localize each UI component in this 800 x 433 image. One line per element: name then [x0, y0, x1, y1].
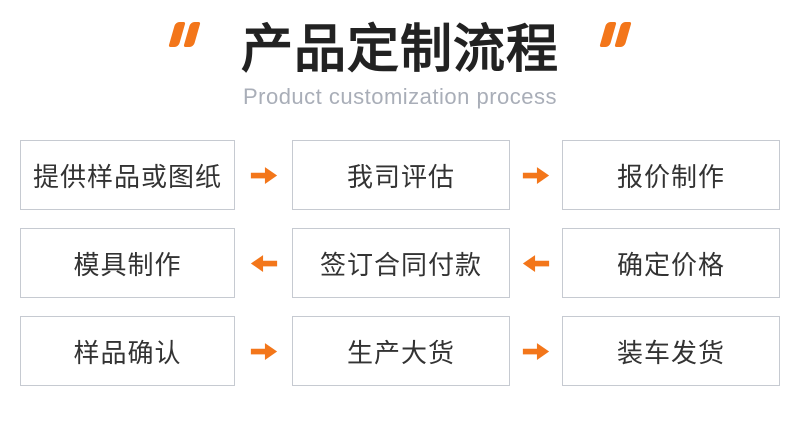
flow-step-label: 确定价格	[616, 249, 725, 280]
flow-step-confirm-price: 确定价格	[562, 228, 780, 298]
page-title: 产品定制流程	[240, 21, 559, 79]
process-flow-diagram: 提供样品或图纸 我司评估 报价制作 模具制作 签订合同付款 确定价格	[20, 140, 780, 386]
flow-step-label: 报价制作	[616, 161, 725, 192]
flow-step-sample-confirmation: 样品确认	[20, 316, 235, 386]
flow-step-mold-making: 模具制作	[20, 228, 235, 298]
flow-step-loading-shipping: 装车发货	[562, 316, 780, 386]
title-row: 产品定制流程	[0, 20, 800, 80]
flow-step-label: 装车发货	[616, 337, 725, 368]
header: 产品定制流程 Product customization process	[0, 20, 800, 110]
flow-step-mass-production: 生产大货	[292, 316, 510, 386]
flow-step-label: 签订合同付款	[319, 249, 482, 280]
arrow-right-icon	[235, 316, 292, 386]
flow-step-quotation: 报价制作	[562, 140, 780, 210]
flow-step-sign-contract-payment: 签订合同付款	[292, 228, 510, 298]
flow-step-label: 提供样品或图纸	[32, 161, 222, 192]
page-subtitle: Product customization process	[242, 84, 558, 109]
flow-step-label: 模具制作	[73, 249, 182, 280]
arrow-right-icon	[510, 140, 562, 210]
double-quote-open-icon	[168, 22, 201, 47]
arrow-left-icon	[235, 228, 292, 298]
flow-step-provide-sample: 提供样品或图纸	[20, 140, 235, 210]
arrow-right-icon	[510, 316, 562, 386]
arrow-right-icon	[235, 140, 292, 210]
double-quote-close-icon	[599, 22, 632, 47]
flow-step-label: 样品确认	[73, 337, 182, 368]
flow-step-label: 生产大货	[346, 337, 455, 368]
flow-step-label: 我司评估	[346, 161, 455, 192]
flow-step-company-evaluation: 我司评估	[292, 140, 510, 210]
arrow-left-icon	[510, 228, 562, 298]
